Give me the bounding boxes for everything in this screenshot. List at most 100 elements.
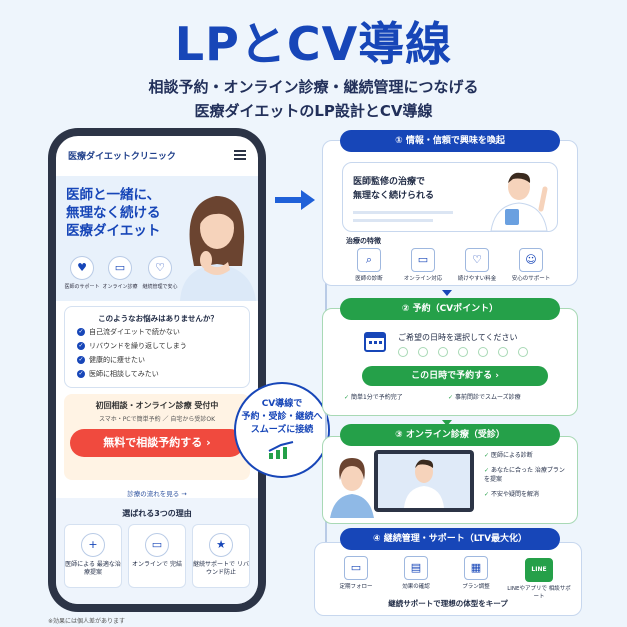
hero-headline: 医師と一緒に、 無理なく続ける 医療ダイエット (66, 186, 161, 240)
doctor-icon: + (81, 533, 105, 557)
worries-title: このようなお悩みはありませんか？ (98, 314, 218, 323)
hero-headline-line: 無理なく続ける (66, 205, 161, 221)
worry-item: ✓ 自己流ダイエットで続かない (77, 327, 180, 337)
cv-badge-text: CV導線で 予約・受診・継続へ スムーズに接続 (236, 398, 328, 437)
chevron-down-icon (442, 420, 452, 426)
check-icon: ✓ (77, 342, 85, 350)
chevron-right-icon: › (495, 371, 499, 381)
support-label: 定期フォロー (339, 584, 373, 590)
chevron-right-icon: › (206, 436, 211, 449)
growth-chart-icon (268, 441, 294, 459)
clinic-name: 医療ダイエットクリニック (68, 152, 176, 162)
calendar-icon (364, 332, 386, 352)
hamburger-menu-icon[interactable] (234, 150, 246, 160)
cta-subtext: スマホ・PCで簡単予約 ／ 自宅から受診OK (98, 416, 216, 423)
footnote: ※効果には個人差があります (48, 618, 126, 625)
feature-item: ☺ 安心のサポート (504, 248, 558, 282)
check-icon: ✓ (448, 394, 454, 401)
feature-label: オンライン対応 (403, 276, 443, 282)
check-icon: ✓ (77, 356, 85, 364)
worry-text: リバウンドを繰り返してしまう (89, 342, 187, 350)
support-label: LINEやアプリで 相談サポート (507, 586, 571, 600)
step4-footer: 継続サポートで理想の体型をキープ (388, 599, 508, 608)
time-slot[interactable] (478, 347, 488, 357)
step1-content-card: 医師監修の治療で 無理なく続けられる (342, 162, 558, 232)
worry-text: 自己流ダイエットで続かない (89, 328, 180, 336)
step1-header: ① 情報・信頼で興味を喚起 (340, 130, 560, 152)
subtitle-line-1: 相談予約・オンライン診療・継続管理につなげる (148, 78, 479, 96)
feature-item: ⌕医師の診断 (342, 248, 396, 282)
step1-copy-line: 医師監修の治療で (353, 177, 426, 187)
worries-card: このようなお悩みはありませんか？ ✓ 自己流ダイエットで続かない ✓ リバウンドを繰… (64, 306, 250, 388)
cta-card: 初回相談・オンライン診療 受付中 スマホ・PCで簡単予約 ／ 自宅から受診OK … (64, 394, 250, 480)
support-label: プラン調整 (462, 584, 490, 590)
star-icon: ★ (209, 533, 233, 557)
cv-badge-line: 予約・受診・継続へ (241, 412, 323, 422)
page-title: LPとCV導線 (174, 17, 453, 71)
line-app-icon: LINE (525, 558, 553, 582)
reserve-button[interactable]: 無料で相談予約する › (70, 429, 244, 457)
time-slot[interactable] (498, 347, 508, 357)
time-slot[interactable] (518, 347, 528, 357)
book-datetime-label: この日時で予約する (411, 371, 493, 381)
step3-header: ③ オンライン診療（受診） (340, 424, 560, 446)
reserve-button-label: 無料で相談予約する (103, 436, 203, 449)
support-item: LINE LINEやアプリで 相談サポート (506, 556, 572, 600)
feature-label: 医師の診断 (355, 276, 383, 282)
support-item: ▤効果の確認 (386, 556, 446, 590)
phone-header: 医療ダイエットクリニック (56, 136, 258, 176)
monitor-icon: ▭ (411, 248, 435, 272)
document-icon: ▦ (464, 556, 488, 580)
hero-headline-line: 医師と一緒に、 (66, 187, 161, 203)
reason-label: 医師による 最適な治療提案 (65, 561, 121, 576)
support-item: ▭定期フォロー (326, 556, 386, 590)
support-item: ▦ プラン調整 (446, 556, 506, 590)
reason-label: オンラインで 完結 (132, 561, 182, 568)
step2-note-text: 簡単1分で予約完了 (350, 394, 403, 401)
step1-copy-line: 無理なく続けられる (353, 191, 435, 201)
step1-features-title: 治療の特徴 (346, 237, 381, 245)
time-slot[interactable] (458, 347, 468, 357)
feature-online: ▭ オンライン診療 (102, 256, 138, 290)
feature-item: ▭ オンライン対応 (396, 248, 450, 282)
worry-item: ✓ リバウンドを繰り返してしまう (77, 341, 187, 351)
cta-title: 初回相談・オンライン診療 受付中 (95, 401, 219, 410)
step2-panel (322, 308, 578, 416)
book-datetime-button[interactable]: この日時で予約する › (362, 366, 548, 386)
woman-illustration (180, 196, 256, 301)
feature-label: 継続管理で安心 (142, 284, 178, 290)
hero-section: 医師と一緒に、 無理なく続ける 医療ダイエット ♥ 医師のサポート ▭ オンライ… (56, 176, 258, 301)
worry-text: 健康的に痩せたい (89, 356, 145, 364)
check-icon: ✓ (484, 491, 490, 498)
reasons-title: 選ばれる3つの理由 (122, 509, 192, 518)
support-person-icon: ☺ (519, 248, 543, 272)
time-slot[interactable] (398, 347, 408, 357)
cv-badge: CV導線で 予約・受診・継続へ スムーズに接続 (234, 382, 330, 478)
chevron-down-icon (442, 290, 452, 296)
reasons-section: 選ばれる3つの理由 + 医師による 最適な治療提案 ▭ オンラインで 完結 ★ … (56, 498, 258, 604)
time-slot[interactable] (438, 347, 448, 357)
step4-items: ▭定期フォロー ▤効果の確認 ▦ プラン調整 LINE LINEやアプリで 相談サポ… (326, 556, 572, 600)
step2-prompt: ご希望の日時を選択してください (398, 333, 518, 342)
online-consultation-illustration (330, 450, 474, 518)
reason-card: ▭ オンラインで 完結 (128, 524, 186, 588)
flow-link[interactable]: 診療の流れを見る → (127, 490, 187, 498)
cv-badge-line: スムーズに接続 (250, 425, 314, 435)
time-slot[interactable] (418, 347, 428, 357)
feature-doctor: ♥ 医師のサポート (64, 256, 100, 290)
reason-card: + 医師による 最適な治療提案 (64, 524, 122, 588)
step4-header: ④ 継続管理・サポート（LTV最大化） (340, 528, 560, 550)
step2-note-text: 事前問診でスムーズ診療 (454, 394, 521, 401)
step3-point: ✓ 医師による診断 (484, 450, 574, 459)
feature-label: 医師のサポート (64, 284, 100, 290)
doctor-illustration (490, 172, 548, 231)
step1-features-row: ⌕医師の診断 ▭ オンライン対応 ♡続けやすい料金 ☺ 安心のサポート (342, 248, 558, 282)
feature-label: 安心のサポート (511, 276, 551, 282)
phone-screen: 医療ダイエットクリニック 医師と一緒に、 無理なく続ける 医療ダイエット ♥ 医… (56, 136, 258, 604)
step3-point-text: 不安や疑問を解消 (490, 491, 539, 498)
feature-continuous: ♡ 継続管理で安心 (142, 256, 178, 290)
feature-item: ♡続けやすい料金 (450, 248, 504, 282)
hero-headline-line: 医療ダイエット (66, 223, 161, 239)
step3-point: ✓ あなたに合った 治療プランを提案 (484, 465, 568, 483)
check-icon: ✓ (77, 328, 85, 336)
